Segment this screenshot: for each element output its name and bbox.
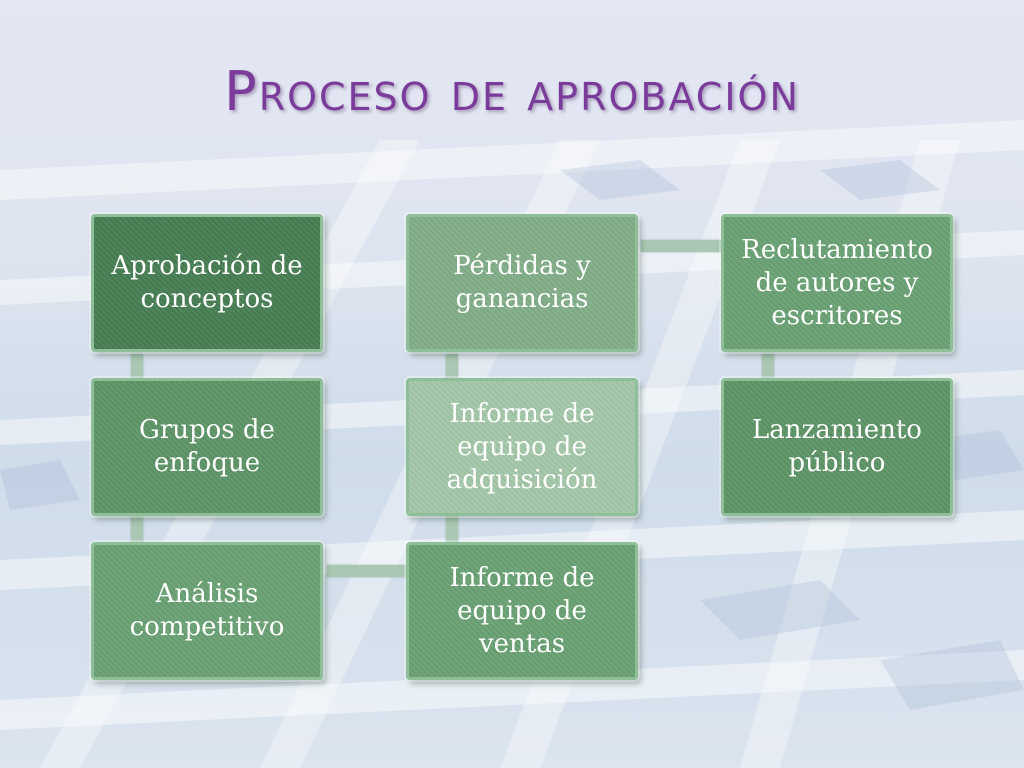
box-label: Grupos de enfoque	[139, 415, 275, 478]
box-label: Análisis competitivo	[129, 579, 285, 642]
box-label: Pérdidas y ganancias	[453, 251, 591, 314]
connector-col3	[762, 354, 774, 380]
box-label: Lanzamiento público	[752, 415, 922, 478]
box-label: Aprobación de conceptos	[111, 251, 303, 314]
slide-title: Proceso de aprobación	[224, 60, 800, 123]
box-lanzamiento-publico: Lanzamiento público	[721, 378, 953, 516]
box-analisis-competitivo: Análisis competitivo	[91, 542, 323, 680]
box-grupos-de-enfoque: Grupos de enfoque	[91, 378, 323, 516]
box-reclutamiento-autores: Reclutamiento de autores y escritores	[721, 214, 953, 352]
box-aprobacion-de-conceptos: Aprobación de conceptos	[91, 214, 323, 352]
box-label: Informe de equipo de adquisición	[446, 398, 598, 495]
box-informe-equipo-adquisicion: Informe de equipo de adquisición	[406, 378, 638, 516]
box-informe-equipo-ventas: Informe de equipo de ventas	[406, 542, 638, 680]
box-label: Informe de equipo de ventas	[449, 562, 595, 659]
connector-row3	[327, 565, 409, 577]
box-perdidas-y-ganancias: Pérdidas y ganancias	[406, 214, 638, 352]
box-label: Reclutamiento de autores y escritores	[741, 234, 933, 331]
connector-row1	[641, 240, 723, 252]
